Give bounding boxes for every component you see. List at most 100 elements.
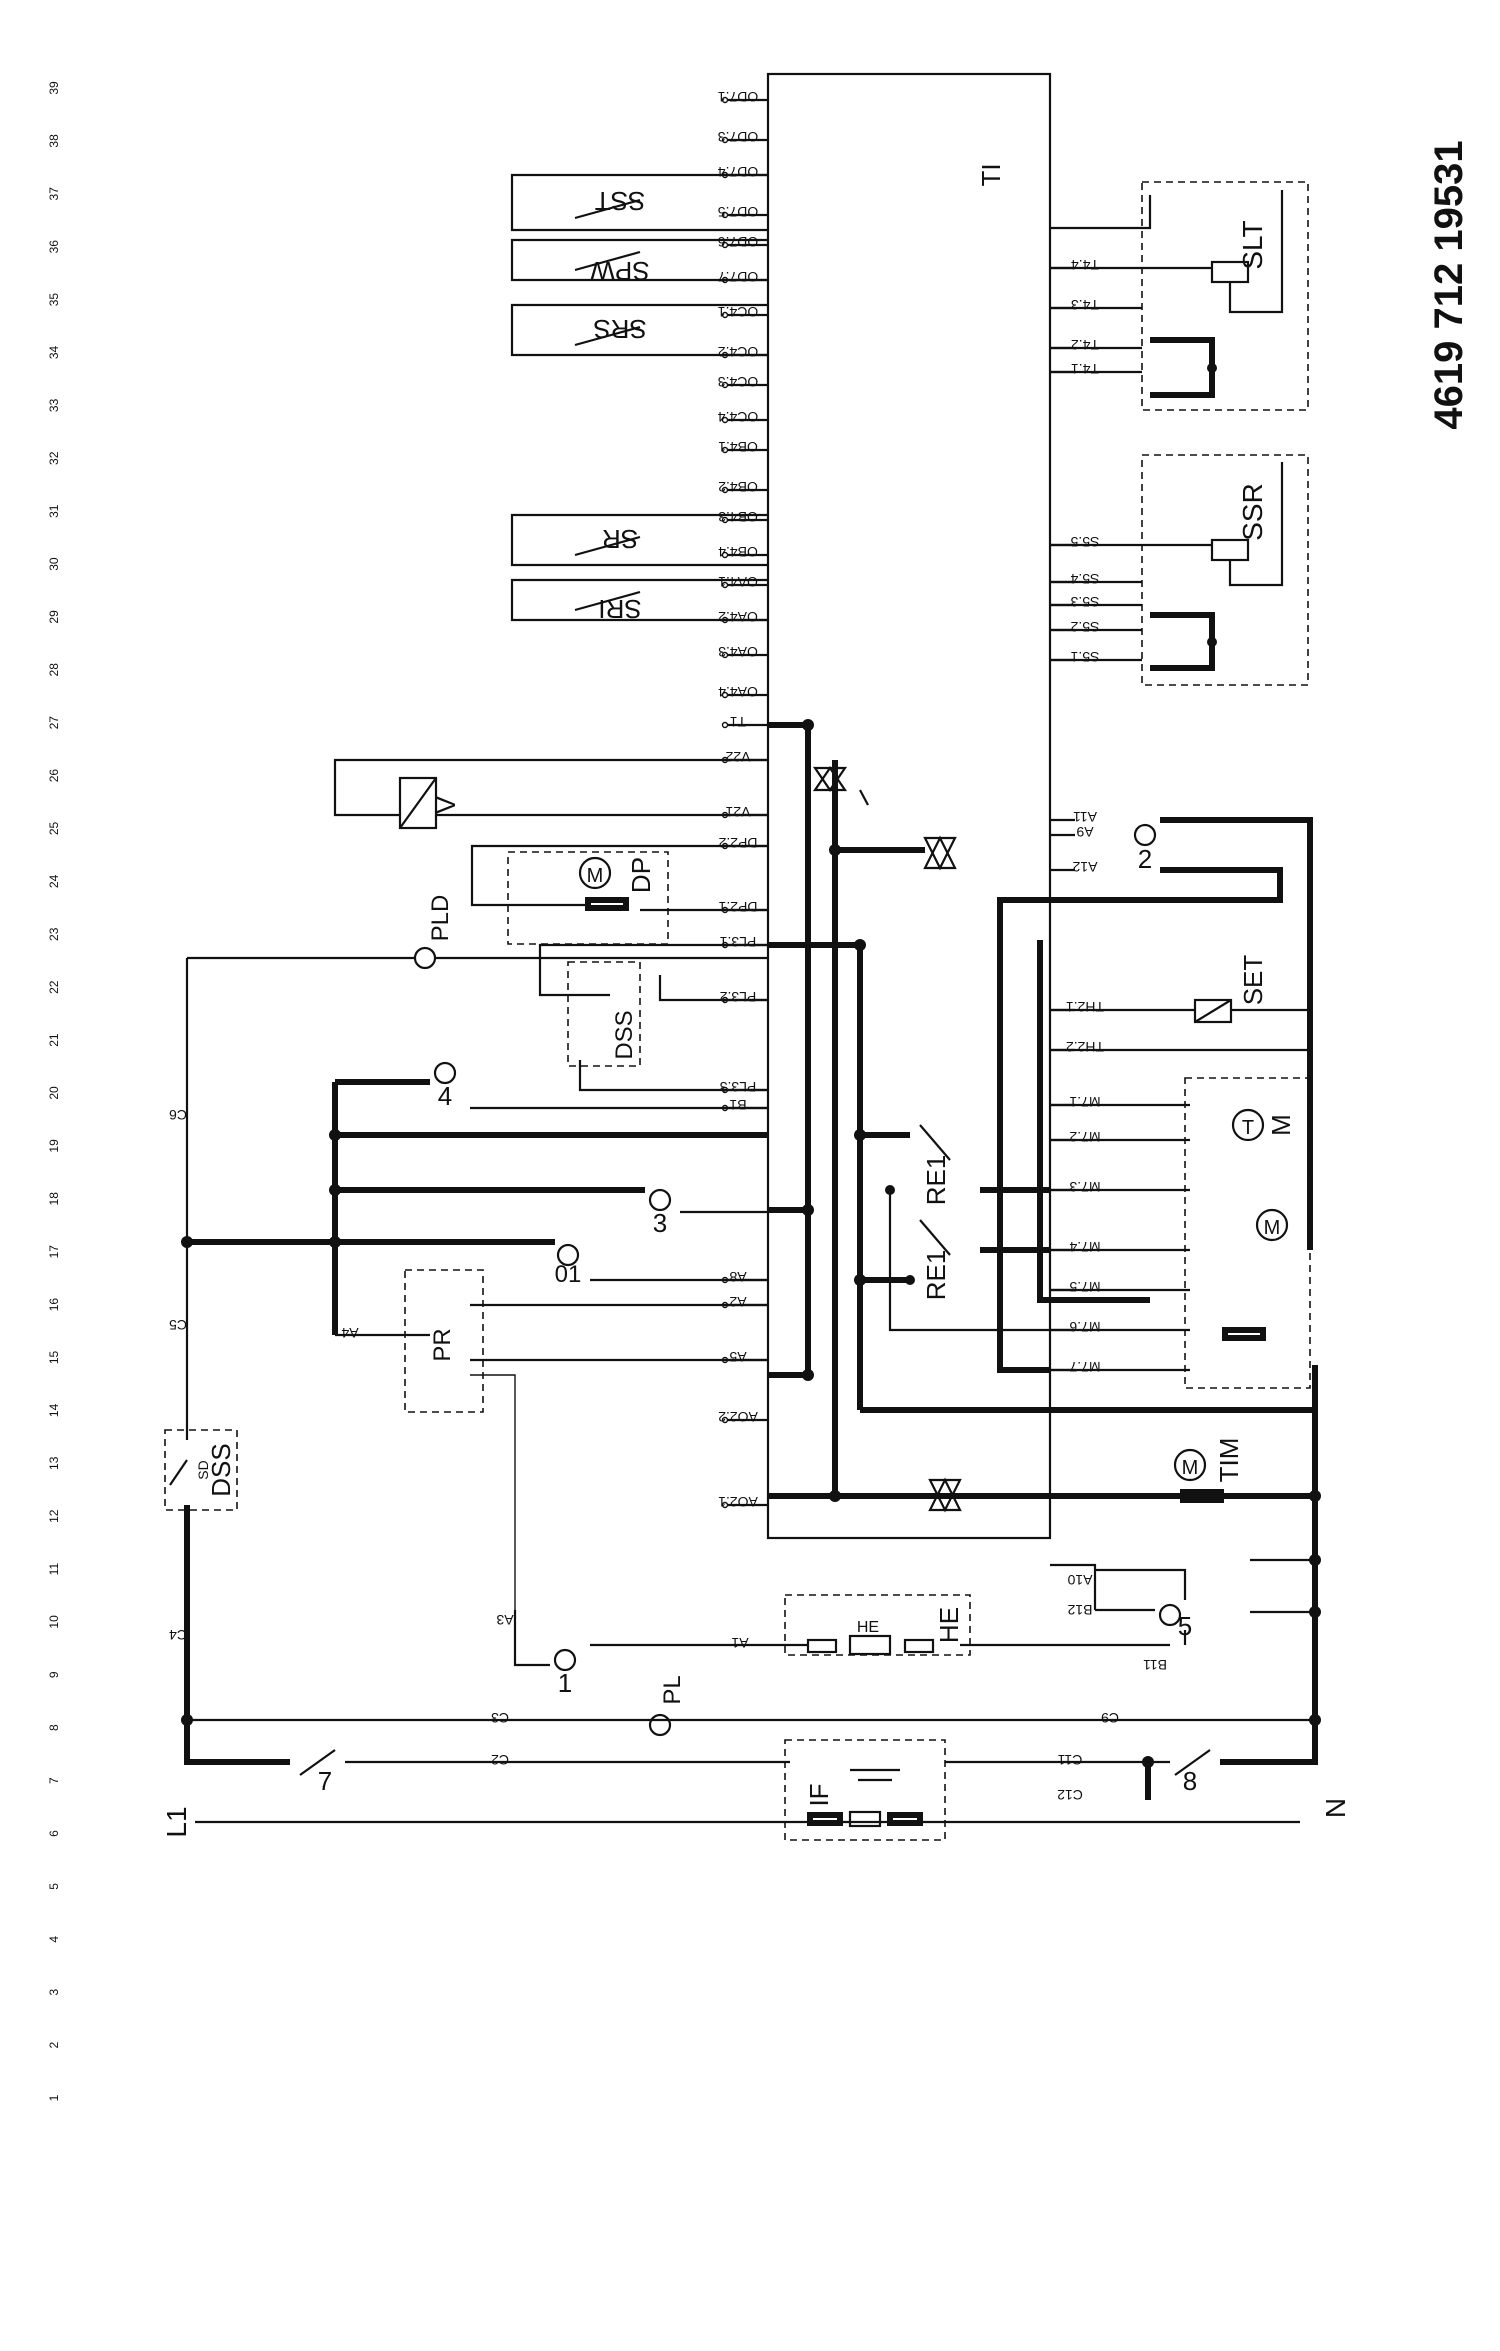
triac-upper — [812, 766, 869, 806]
he-box-label: HE — [934, 1607, 964, 1643]
ti-left-pin-label: A2 — [729, 1294, 746, 1310]
tim-label: TIM — [1214, 1438, 1244, 1483]
dss-door-switch-left: DSS SD — [164, 1429, 238, 1511]
pin-terminal — [721, 516, 729, 524]
ti-left-pin-label: AO2.1 — [718, 1494, 758, 1510]
valve-v: V — [333, 758, 768, 830]
row-number: 36 — [47, 240, 61, 254]
m-motor-glyph: M — [1264, 1217, 1281, 1239]
row-number: 8 — [47, 1724, 61, 1731]
pl-lamp: PL — [648, 1675, 686, 1737]
ti-right-pin-label: TH2.1 — [1066, 999, 1104, 1015]
slt-sensor: SLT — [1050, 181, 1309, 411]
switch-3-number: 3 — [653, 1208, 667, 1238]
pld-lamp: PLD — [187, 895, 768, 970]
ti-right-pin-label: M7.6 — [1069, 1319, 1100, 1335]
drain-pump-dp: M DP — [470, 844, 768, 945]
wire-label: C3 — [491, 1710, 509, 1726]
ti-left-pin-label: OB4.2 — [718, 479, 758, 495]
pr-label: PR — [429, 1328, 456, 1361]
dp-motor-glyph: M — [587, 865, 604, 887]
pin-terminal — [721, 581, 729, 589]
ti-left-pin-label: OB4.4 — [718, 544, 758, 560]
wire-label: B12 — [1067, 1602, 1092, 1618]
switch-2-number: 2 — [1138, 844, 1152, 874]
wire-label: C2 — [491, 1752, 509, 1768]
main-switch-8: 8 — [945, 1365, 1318, 1800]
wire-label: A4 — [341, 1325, 358, 1341]
program-switch-5: 5 — [1095, 1554, 1321, 1726]
ti-right-pin-label: A11 — [1073, 809, 1097, 825]
m-label: M — [1266, 1114, 1296, 1136]
interference-filter-if: IF — [784, 1739, 946, 1841]
row-number: 19 — [47, 1139, 61, 1153]
ti-left-pin-label: PL3.1 — [719, 934, 756, 950]
ti-left-pin-label: OC4.1 — [718, 304, 759, 320]
row-number: 34 — [47, 346, 61, 360]
ti-left-pin-label: B1 — [729, 1097, 746, 1113]
ti-right-pin-label: S5.2 — [1070, 619, 1099, 635]
ti-left-pin-label: PL3.2 — [719, 989, 756, 1005]
ti-left-pin-label: OB4.1 — [718, 439, 758, 455]
l1-label: L1 — [161, 1806, 192, 1837]
pin-terminal — [721, 551, 729, 559]
spw-label: SPW — [590, 256, 650, 286]
ti-controller: TI — [766, 72, 1052, 1540]
pin-terminal — [721, 416, 729, 424]
switch-5-number: 5 — [1178, 1611, 1192, 1641]
triac-lower — [768, 1477, 962, 1513]
pin-terminal — [721, 1501, 729, 1509]
row-number: 38 — [47, 134, 61, 148]
ti-left-pins: OD7.1OD7.3OD7.4OD7.5OD7.6OD7.7OC4.1OC4.2… — [718, 89, 768, 1510]
wire-label: C11 — [1057, 1752, 1082, 1768]
main-bus-left — [181, 1082, 768, 1335]
row-number: 31 — [47, 504, 61, 518]
dp-label: DP — [626, 857, 656, 893]
ti-right-pin-label: T4.3 — [1071, 297, 1099, 313]
row-number: 20 — [47, 1086, 61, 1100]
n-label: N — [1320, 1798, 1351, 1818]
row-number: 21 — [47, 1033, 61, 1047]
ti-right-pin-label: TH2.2 — [1066, 1039, 1104, 1055]
switch-4-number: 4 — [438, 1081, 452, 1111]
sri-label: SRI — [598, 594, 641, 624]
ti-right-pin-label: T4.4 — [1071, 257, 1099, 273]
v-label: V — [431, 796, 461, 814]
row-number: 4 — [47, 1936, 61, 1943]
program-switch-01: 01 — [187, 1239, 768, 1288]
set-thermostat: SET — [1050, 955, 1312, 1052]
row-number-strip: 1234567891011121314151617181920212223242… — [47, 81, 61, 2101]
row-number: 33 — [47, 398, 61, 412]
ti-left-pin-label: T1 — [730, 714, 747, 730]
l-bus — [181, 958, 1315, 1765]
timer-motor-tim: M TIM — [840, 1407, 1321, 1503]
main-switch-7: 7 — [299, 1749, 790, 1796]
ti-right-pin-label: S5.1 — [1070, 649, 1099, 665]
sr-label: SR — [602, 524, 638, 554]
srs-label: SRS — [593, 314, 646, 344]
pin-terminal — [721, 1416, 729, 1424]
wire-label: C12 — [1057, 1787, 1083, 1803]
ti-label: TI — [976, 163, 1006, 186]
pin-terminal — [721, 311, 729, 319]
row-number: 6 — [47, 1830, 61, 1837]
pl-label: PL — [659, 1675, 686, 1704]
dss-left-label: DSS — [206, 1443, 236, 1496]
pin-terminal — [721, 691, 729, 699]
ti-left-pin-label: V21 — [725, 804, 750, 820]
row-number: 28 — [47, 663, 61, 677]
row-number: 37 — [47, 187, 61, 201]
row-number: 1 — [47, 2094, 61, 2101]
row-number: 26 — [47, 769, 61, 783]
row-number: 25 — [47, 822, 61, 836]
ti-right-pin-label: M7.4 — [1069, 1239, 1100, 1255]
program-switch-3: 3 — [335, 1187, 768, 1238]
relay-re1-b: RE1 — [860, 1219, 1050, 1301]
relay-re1-a: RE1 — [860, 1124, 1050, 1332]
re1-b-label: RE1 — [921, 1250, 951, 1301]
row-number: 13 — [47, 1456, 61, 1470]
dss-top-label: DSS — [611, 1010, 638, 1059]
pin-terminal — [721, 241, 729, 249]
ti-right-pin-label: T4.2 — [1071, 337, 1099, 353]
switch-srs: SRS — [510, 303, 768, 357]
